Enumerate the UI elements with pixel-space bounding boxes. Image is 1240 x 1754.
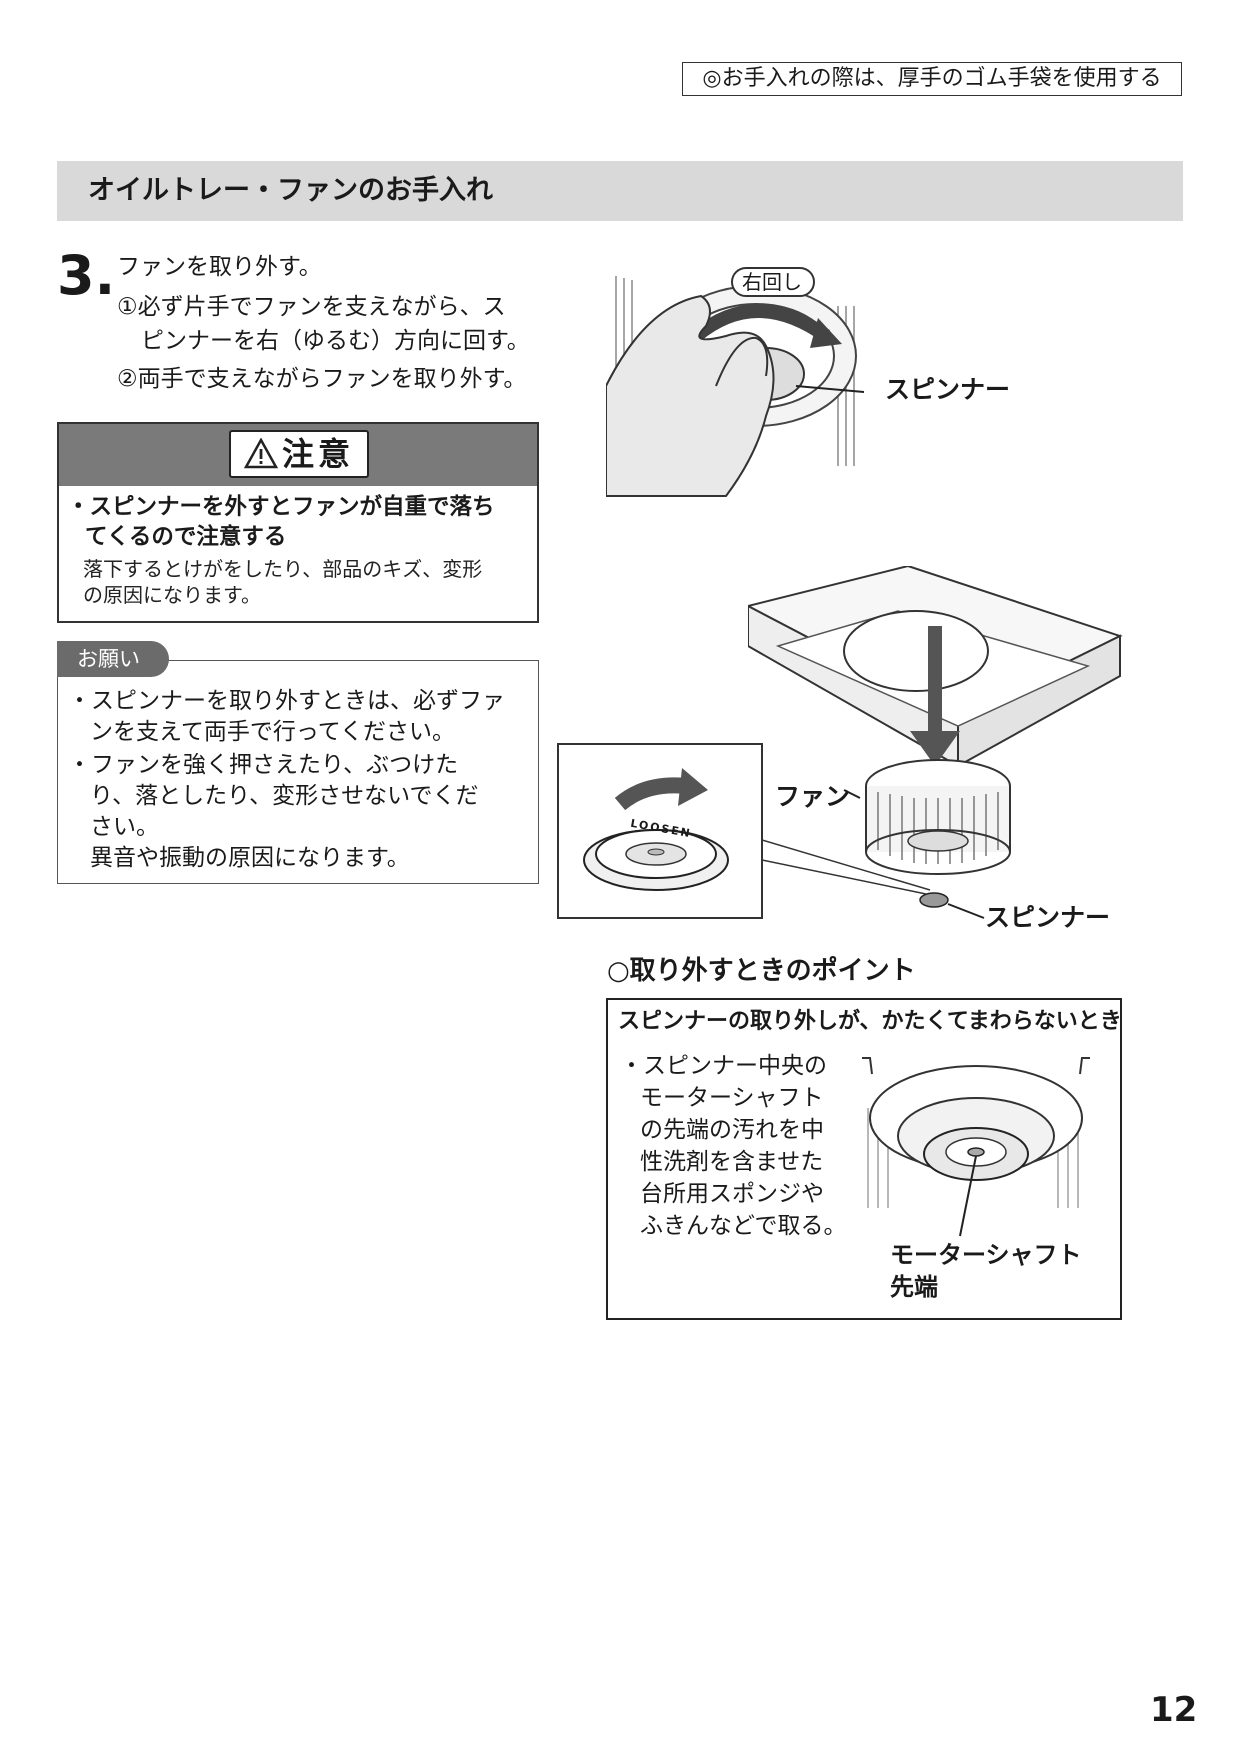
point-heading: ○取り外すときのポイント: [607, 956, 916, 986]
point-line-2: モーターシャフト: [640, 1085, 824, 1111]
glove-notice: ◎お手入れの際は、厚手のゴム手袋を使用する: [682, 62, 1182, 96]
warning-triangle-icon: [243, 438, 278, 469]
step-instruction-1a: ①必ず片手でファンを支えながら、ス: [117, 294, 506, 320]
point-line-5: 台所用スポンジや: [640, 1181, 824, 1207]
page-number: 12: [1150, 1690, 1198, 1730]
spinner-closeup-inset: [557, 743, 931, 919]
request-tab: お願い: [57, 641, 169, 677]
motor-shaft-illustration: [862, 1057, 1090, 1237]
caution-box: 注意 ・スピンナーを外すとファンが自重で落ち てくるので注意する 落下するとけが…: [57, 422, 539, 623]
caution-detail-line-2: の原因になります。: [83, 583, 261, 607]
step-title: ファンを取り外す。: [117, 254, 322, 280]
rotate-label-badge: [731, 267, 815, 297]
fan-label: ファン: [775, 782, 851, 811]
step-instruction-2: ②両手で支えながらファンを取り外す。: [117, 366, 527, 392]
spinner-label-bottom: スピンナー: [985, 903, 1111, 932]
shaft-label-line-2: 先端: [890, 1273, 938, 1301]
request-line-5: さい。: [90, 814, 159, 840]
point-box: [606, 998, 1122, 1320]
caution-bold-line-1: ・スピンナーを外すとファンが自重で落ち: [67, 494, 495, 520]
section-header-bar: [57, 161, 1183, 221]
caution-detail-line-1: 落下するとけがをしたり、部品のキズ、変形: [83, 557, 483, 581]
request-line-2: ンを支えて両手で行ってください。: [90, 719, 456, 745]
step-number: 3.: [57, 244, 116, 307]
request-box: [57, 660, 539, 884]
request-line-4: り、落としたり、変形させないでくだ: [90, 783, 479, 809]
request-line-3: ・ファンを強く押さえたり、ぶつけた: [68, 752, 459, 778]
point-line-1: ・スピンナー中央の: [620, 1053, 827, 1079]
caution-header: 注意: [59, 424, 537, 486]
spinner-label-top: スピンナー: [885, 375, 1011, 404]
caution-badge: 注意: [229, 430, 369, 478]
fan-removal-illustration: [748, 566, 1123, 919]
point-line-3: の先端の汚れを中: [640, 1117, 824, 1143]
point-line-4: 性洗剤を含ませた: [640, 1149, 824, 1175]
point-box-title: スピンナーの取り外しが、かたくてまわらないとき: [618, 1009, 1122, 1034]
request-line-1: ・スピンナーを取り外すときは、必ずファ: [68, 688, 505, 714]
caution-heading: 注意: [281, 435, 354, 473]
step-instruction-1b: ピンナーを右（ゆるむ）方向に回す。: [141, 328, 530, 354]
caution-bold-line-2: てくるので注意する: [85, 524, 287, 550]
section-title: オイルトレー・ファンのお手入れ: [88, 175, 493, 206]
spinner-turning-illustration: [606, 276, 865, 497]
point-line-6: ふきんなどで取る。: [640, 1213, 847, 1239]
rotate-label: 右回し: [742, 270, 802, 294]
shaft-label-line-1: モーターシャフト: [890, 1241, 1082, 1269]
request-line-6: 異音や振動の原因になります。: [90, 845, 410, 871]
